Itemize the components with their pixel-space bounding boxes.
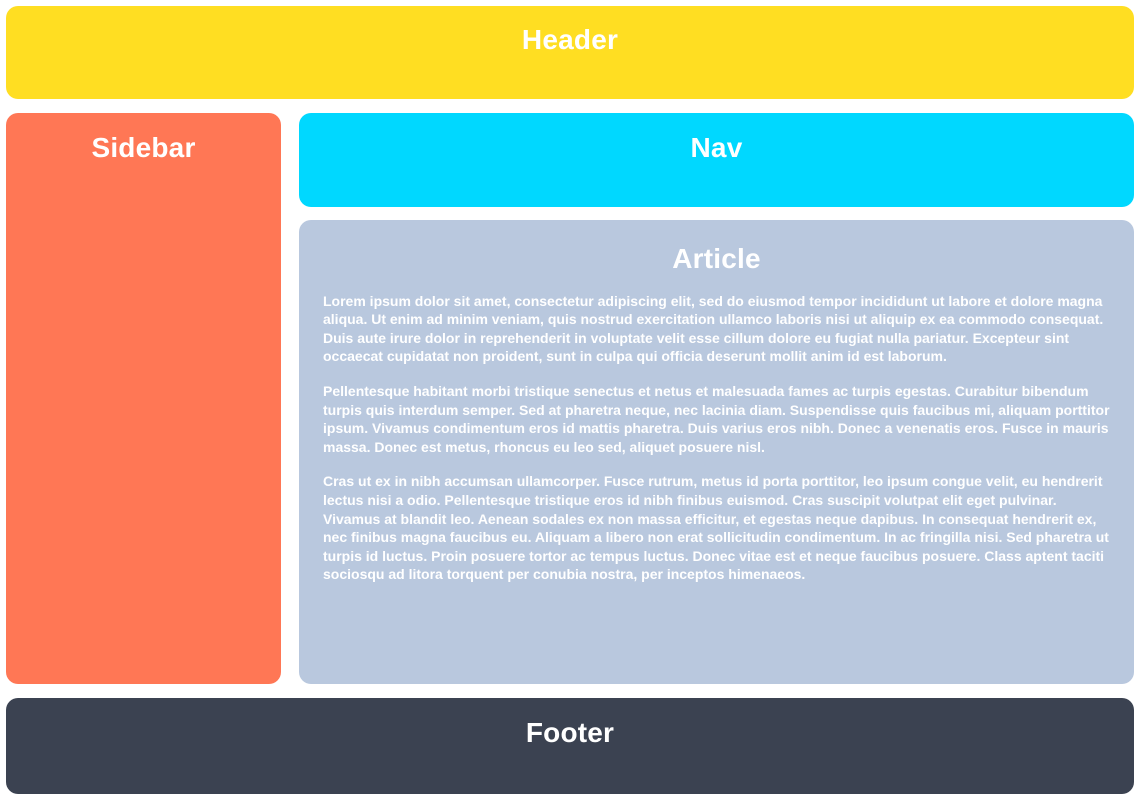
sidebar-title: Sidebar	[91, 132, 196, 163]
footer-title: Footer	[525, 717, 615, 748]
header-region: Header	[6, 6, 1134, 99]
middle-band: Sidebar Nav Article Lorem ipsum dolor si…	[6, 113, 1134, 684]
content-column: Nav Article Lorem ipsum dolor sit amet, …	[299, 113, 1134, 684]
nav-region[interactable]: Nav	[299, 113, 1134, 207]
article-region: Article Lorem ipsum dolor sit amet, cons…	[299, 220, 1134, 684]
article-paragraph: Cras ut ex in nibh accumsan ullamcorper.…	[323, 473, 1109, 583]
article-paragraph: Lorem ipsum dolor sit amet, consectetur …	[323, 292, 1104, 365]
article-title: Article	[672, 243, 761, 274]
header-title: Header	[521, 24, 619, 55]
article-paragraph: Pellentesque habitant morbi tristique se…	[323, 382, 1110, 455]
sidebar-region: Sidebar	[6, 113, 281, 684]
footer-region: Footer	[6, 698, 1134, 794]
nav-title: Nav	[690, 132, 743, 163]
